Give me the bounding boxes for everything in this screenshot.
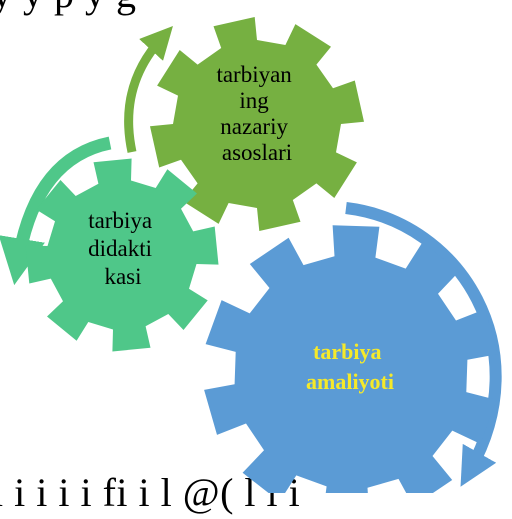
gear-theory-line-1: tarbiyan xyxy=(216,62,292,87)
gear-practice-label: tarbiya amaliyoti xyxy=(306,339,394,394)
gear-theory-label: tarbiyan ing nazariy asoslari xyxy=(216,62,297,165)
arrow-blue xyxy=(345,202,502,487)
gear-theory-line-3: nazariy xyxy=(220,114,288,139)
gear-didactics-line-1: tarbiya xyxy=(88,208,152,233)
cropped-text-top: y y p y g xyxy=(0,0,512,20)
gear-didactics xyxy=(25,158,219,352)
arrow-teal xyxy=(0,136,112,286)
gear-theory-line-2: ing xyxy=(239,88,269,113)
gear-didactics-line-3: kasi xyxy=(104,264,141,289)
gear-didactics-label: tarbiya didakti kasi xyxy=(88,208,158,289)
gear-practice xyxy=(204,225,498,493)
gear-practice-line-2: amaliyoti xyxy=(306,369,394,394)
arrow-green xyxy=(124,26,173,153)
gear-cycle-diagram: tarbiyan ing nazariy asoslari tarbiya di… xyxy=(0,17,502,493)
gear-theory-line-4: asoslari xyxy=(222,140,292,165)
gear-didactics-line-2: didakti xyxy=(88,236,152,261)
gear-practice-line-1: tarbiya xyxy=(313,339,381,364)
gear-theory xyxy=(150,17,364,231)
